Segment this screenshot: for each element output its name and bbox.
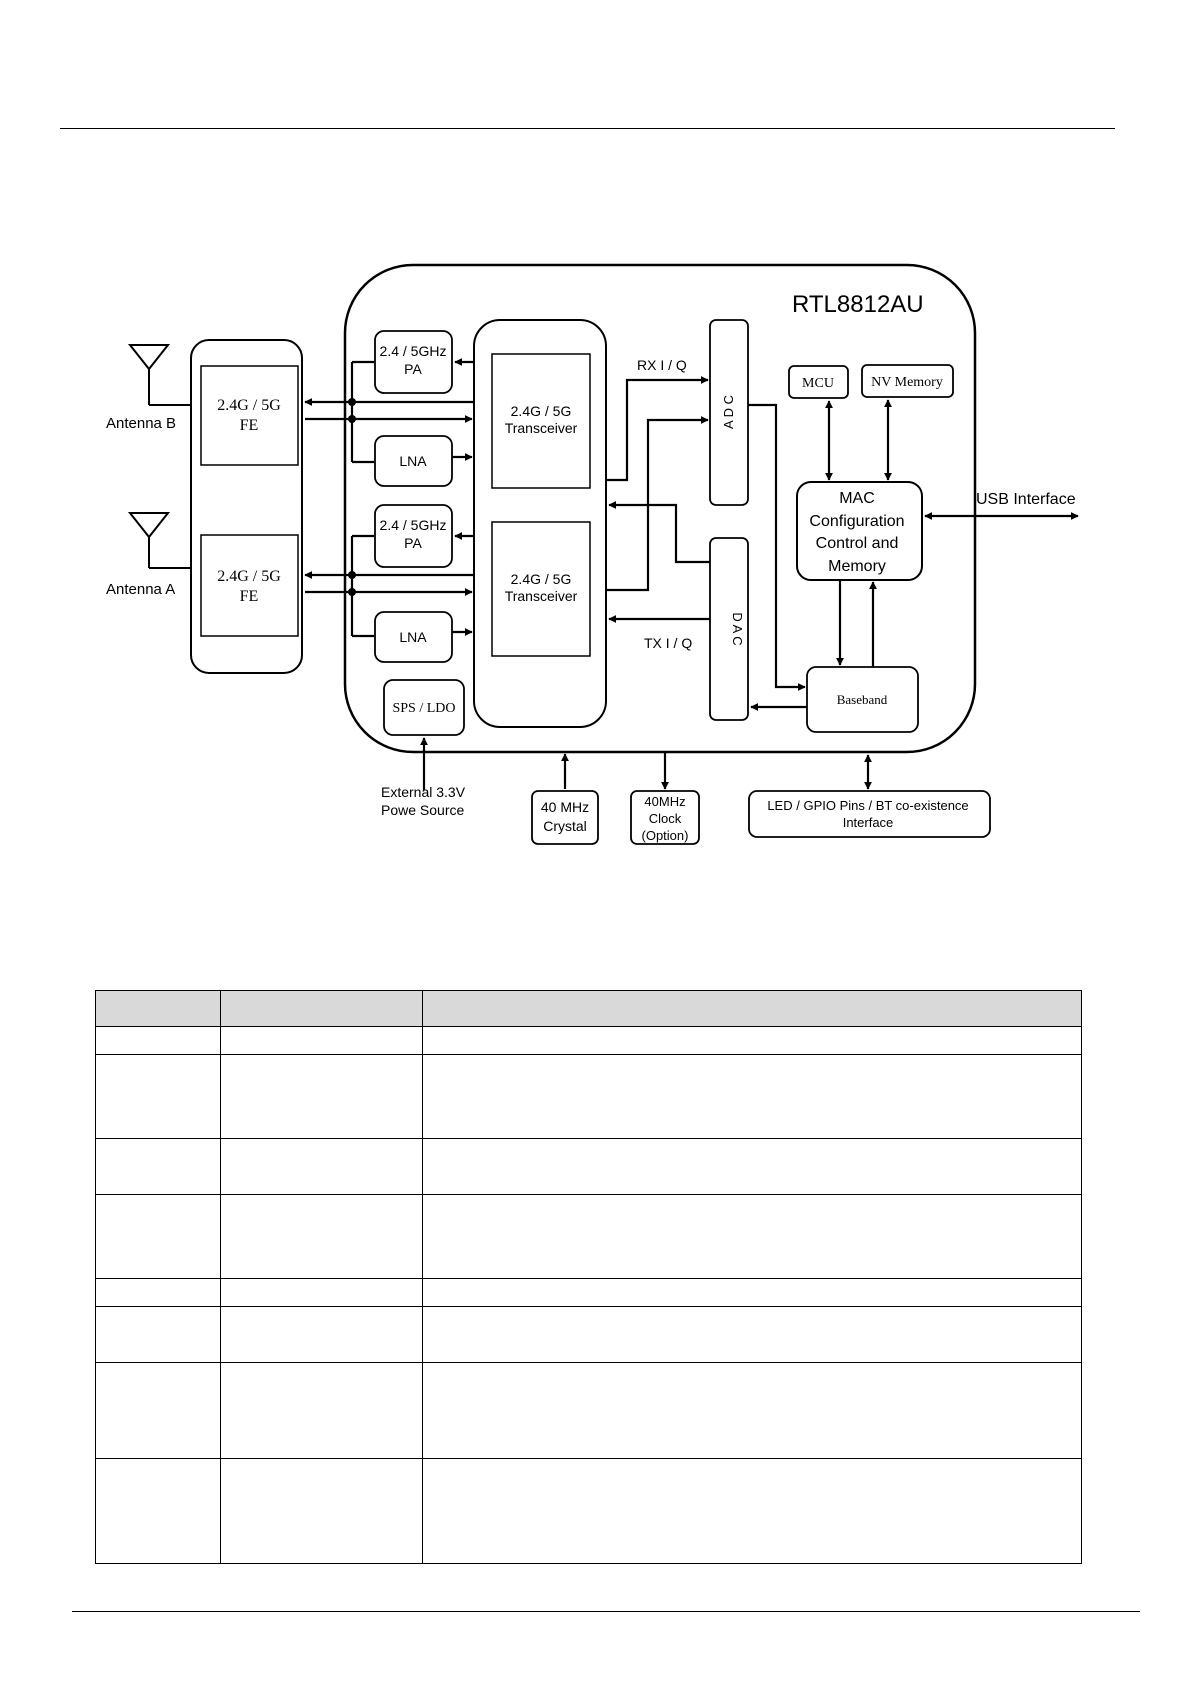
- footer-rule: [72, 1611, 1140, 1612]
- sps-ldo-label: SPS / LDO: [392, 701, 455, 716]
- table-row: [95, 1026, 1082, 1055]
- mac-block: [796, 481, 923, 581]
- baseband-label: Baseband: [837, 692, 888, 707]
- lna-b-label: LNA: [399, 453, 427, 469]
- pa-block-a: [374, 504, 453, 568]
- adc-block: [709, 319, 749, 506]
- dac-block: [709, 537, 749, 721]
- mac-line2: Configuration: [809, 513, 904, 530]
- table-row: [95, 1278, 1082, 1307]
- pa-b-line2: PA: [404, 361, 422, 377]
- pa-block-b: [374, 330, 453, 394]
- fe-block-a: [200, 534, 299, 637]
- power-line1: External 3.3V: [381, 784, 466, 800]
- lna-a-label: LNA: [399, 629, 427, 645]
- sps-ldo-block: [383, 679, 465, 736]
- mcu-block: [788, 365, 849, 399]
- led-gpio-line2: Interface: [843, 815, 894, 830]
- chip-name: RTL8812AU: [792, 291, 924, 318]
- transceiver-a-line2: Transceiver: [505, 588, 578, 604]
- power-line2: Powe Source: [381, 802, 464, 818]
- table-row: [95, 1194, 1082, 1279]
- mac-line3: Control and: [816, 535, 899, 552]
- transceiver-block-b: [491, 353, 591, 489]
- baseband-block: [806, 666, 919, 733]
- tx-iq-label: TX I / Q: [644, 635, 692, 651]
- mcu-label: MCU: [802, 376, 834, 391]
- transceiver-block-a: [491, 521, 591, 657]
- spec-table: [95, 990, 1082, 1564]
- adc-label: A D C: [721, 395, 736, 429]
- block-diagram: RTL8812AU Antenna B Antenna A 2.4G / 5G …: [106, 263, 1079, 845]
- clock-line3: (Option): [642, 828, 689, 843]
- header-cell: [95, 990, 221, 1027]
- fe-a-line2: FE: [240, 588, 259, 605]
- table-row: [95, 1306, 1082, 1363]
- led-gpio-block: [748, 790, 991, 838]
- antenna-b-icon: [127, 344, 192, 406]
- antenna-a-icon: [127, 512, 192, 569]
- crystal-line1: 40 MHz: [541, 799, 589, 815]
- clock-block: [630, 790, 700, 845]
- led-gpio-line1: LED / GPIO Pins / BT co-existence: [767, 798, 968, 813]
- clock-line2: Clock: [649, 811, 682, 826]
- fe-module: [190, 339, 303, 674]
- table-header-row: [95, 990, 1082, 1027]
- fe-b-line2: FE: [240, 417, 259, 434]
- rx-iq-label: RX I / Q: [637, 357, 687, 373]
- lna-block-a: [374, 611, 453, 663]
- dac-label: D A C: [730, 612, 745, 645]
- transceiver-b-line2: Transceiver: [505, 420, 578, 436]
- crystal-block: [531, 790, 599, 845]
- chip-outline: [343, 263, 977, 754]
- transceiver-a-line1: 2.4G / 5G: [511, 571, 572, 587]
- fe-a-line1: 2.4G / 5G: [217, 568, 281, 585]
- fe-block-b: [200, 365, 299, 466]
- fe-b-line1: 2.4G / 5G: [217, 397, 281, 414]
- table-row: [95, 1458, 1082, 1564]
- pa-b-line1: 2.4 / 5GHz: [380, 343, 447, 359]
- lna-block-b: [374, 435, 453, 487]
- clock-line1: 40MHz: [644, 794, 685, 809]
- nv-memory-block: [861, 364, 954, 398]
- mac-line4: Memory: [828, 558, 886, 575]
- antenna-b-label: Antenna B: [106, 415, 176, 432]
- mac-line1: MAC: [839, 490, 875, 507]
- pa-a-line2: PA: [404, 535, 422, 551]
- header-cell: [422, 990, 1082, 1027]
- header-rule: [60, 128, 1115, 129]
- pa-a-line1: 2.4 / 5GHz: [380, 517, 447, 533]
- junction-dots: [348, 398, 356, 596]
- transceiver-b-line1: 2.4G / 5G: [511, 403, 572, 419]
- table-row: [95, 1138, 1082, 1195]
- nv-memory-label: NV Memory: [871, 375, 943, 390]
- table-row: [95, 1054, 1082, 1139]
- transceiver-module: [473, 319, 607, 728]
- antenna-a-label: Antenna A: [106, 581, 175, 598]
- table-row: [95, 1362, 1082, 1459]
- crystal-line2: Crystal: [543, 818, 587, 834]
- connections: [304, 358, 1079, 790]
- header-cell: [220, 990, 423, 1027]
- usb-interface-label: USB Interface: [976, 491, 1076, 508]
